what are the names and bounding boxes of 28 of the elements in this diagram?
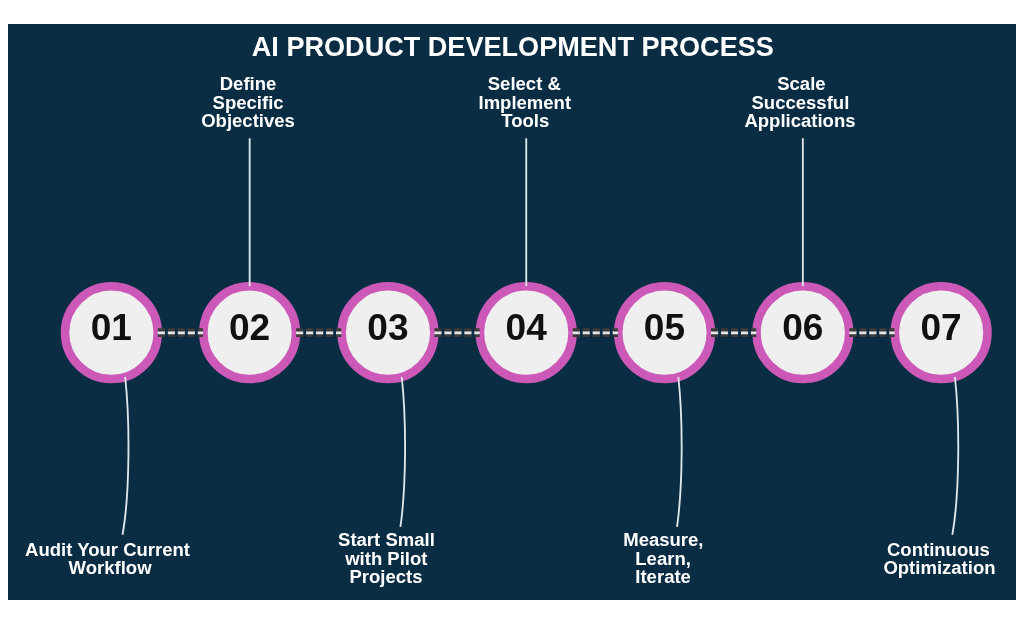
node-text: Audit Your Current Workflow [25,538,191,578]
connector [121,375,130,536]
connector [434,327,480,337]
connector [801,136,804,287]
connector [399,375,406,528]
node-text: Scale Successful Applications [744,72,856,131]
connector [296,327,342,337]
connector [157,327,204,337]
node-circle: 03 [337,281,439,383]
connector [525,136,528,287]
connector [849,327,895,337]
connector [711,327,757,337]
node-circle: 06 [752,281,854,383]
node-circle: 02 [199,281,301,383]
node-circle: 07 [890,281,992,383]
diagram-title: AI PRODUCT DEVELOPMENT PROCESS [251,30,774,62]
node-text: Continuous Optimization [883,538,996,578]
node-text: Define Specific Objectives [201,72,295,131]
node-circle: 04 [475,281,577,383]
connector [248,136,251,287]
node-circle: 01 [60,281,162,383]
node-text: Measure, Learn, Iterate [623,528,704,587]
connector [676,375,683,528]
connector [572,327,618,337]
node-circle: 05 [613,281,716,383]
node-text: Start Small with Pilot Projects [338,528,435,587]
node-text: Select & Implement Tools [478,72,572,131]
connector [951,375,960,536]
